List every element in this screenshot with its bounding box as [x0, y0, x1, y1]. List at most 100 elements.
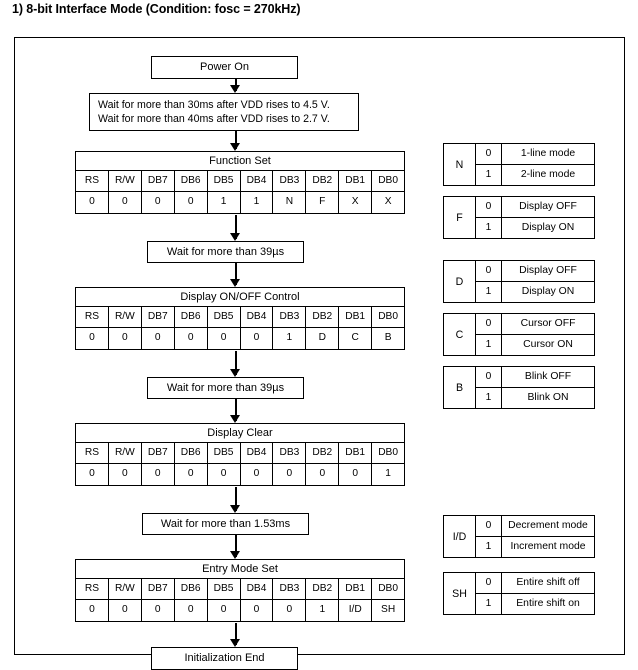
- bit-value-db5: 0: [208, 464, 241, 485]
- bit-value-db0: B: [384, 332, 392, 343]
- bit-header-db2: DB2: [306, 171, 340, 191]
- power-on-label: Power On: [200, 61, 249, 74]
- flow-box-power-wait: Wait for more than 30ms after VDD rises …: [89, 93, 359, 131]
- legend-description: Blink OFF: [524, 371, 572, 382]
- legend-bit-value: 0: [476, 516, 502, 536]
- arrow-head-icon: [230, 143, 240, 151]
- legend-description: Blink ON: [527, 392, 569, 403]
- bit-value-db3: 0: [273, 464, 307, 485]
- bit-header-rs: RS: [76, 443, 109, 463]
- bit-header-db7: DB7: [142, 443, 175, 463]
- bit-header-db3: DB3: [273, 579, 307, 599]
- legend-row: 1 Increment mode: [476, 537, 594, 558]
- legend-description: 2-line mode: [520, 169, 576, 180]
- command-header-row: RS R/W DB7 DB6 DB5 DB4 DB3 DB2 DB1 DB0: [76, 307, 404, 328]
- bit-header-rw: R/W: [109, 579, 142, 599]
- bit-header-db7: DB7: [142, 171, 175, 191]
- bit-value-db2: D: [306, 328, 340, 349]
- legend-bit-value: 0: [476, 261, 502, 281]
- legend-row: 1 Cursor ON: [476, 335, 594, 356]
- bit-header-db0: DB0: [378, 311, 399, 322]
- bit-value-db3: 0: [273, 600, 307, 621]
- bit-header-db1: DB1: [339, 307, 373, 327]
- bit-value-rs: 0: [76, 600, 109, 621]
- legend-row: 0 Decrement mode: [476, 516, 594, 537]
- bit-value-db3: N: [273, 192, 307, 213]
- wait-39us-a-label: Wait for more than 39µs: [166, 245, 285, 258]
- legend-bit-value: 1: [476, 218, 502, 239]
- bit-header-db1: DB1: [339, 579, 373, 599]
- connector-line: [235, 263, 237, 285]
- bit-header-db4: DB4: [241, 443, 274, 463]
- bit-value-db0: 1: [385, 468, 391, 479]
- bit-value-db7: 0: [142, 464, 175, 485]
- command-value-row: 0 0 0 0 1 1 N F X X: [76, 192, 404, 213]
- bit-value-db4: 0: [241, 464, 274, 485]
- legend-bit-value: 0: [476, 367, 502, 387]
- connector-line: [235, 487, 237, 511]
- bit-value-db1: X: [339, 192, 373, 213]
- bit-value-db2: 0: [306, 464, 340, 485]
- bit-header-rw: R/W: [109, 443, 142, 463]
- wait-39us-b-label: Wait for more than 39µs: [166, 381, 285, 394]
- flow-box-power-on: Power On: [151, 56, 298, 79]
- command-table-display-clear: Display Clear RS R/W DB7 DB6 DB5 DB4 DB3…: [75, 423, 405, 486]
- legend-table-d: D 0 Display OFF 1 Display ON: [443, 260, 595, 303]
- legend-row: 0 Display OFF: [476, 261, 594, 282]
- arrow-head-icon: [230, 279, 240, 287]
- bit-header-db5: DB5: [208, 171, 241, 191]
- legend-table-f: F 0 Display OFF 1 Display ON: [443, 196, 595, 239]
- bit-header-db7: DB7: [142, 579, 175, 599]
- connector-line: [235, 351, 237, 375]
- legend-description: Display OFF: [519, 265, 577, 276]
- legend-bit-value: 0: [476, 314, 502, 334]
- flow-box-wait-39us-a: Wait for more than 39µs: [147, 241, 304, 263]
- legend-table-n: N 0 1-line mode 1 2-line mode: [443, 143, 595, 186]
- command-table-display-on-off-control: Display ON/OFF Control RS R/W DB7 DB6 DB…: [75, 287, 405, 350]
- bit-header-db1: DB1: [339, 171, 373, 191]
- bit-header-db2: DB2: [306, 307, 340, 327]
- legend-description: Cursor OFF: [520, 318, 576, 329]
- bit-header-db4: DB4: [241, 579, 274, 599]
- bit-value-db1: 0: [339, 464, 373, 485]
- bit-value-db5: 0: [208, 328, 241, 349]
- bit-header-rw: R/W: [109, 171, 142, 191]
- command-table-function-set: Function Set RS R/W DB7 DB6 DB5 DB4 DB3 …: [75, 151, 405, 214]
- power-wait-line-2: Wait for more than 40ms after VDD rises …: [98, 112, 330, 125]
- arrow-head-icon: [230, 369, 240, 377]
- legend-bit-value: 1: [476, 282, 502, 303]
- bit-header-db0: DB0: [378, 175, 399, 186]
- bit-value-db4: 0: [241, 328, 274, 349]
- bit-value-rw: 0: [109, 600, 142, 621]
- flow-box-wait-1-53ms: Wait for more than 1.53ms: [142, 513, 309, 535]
- legend-symbol: I/D: [444, 516, 476, 557]
- bit-value-db2: 1: [306, 600, 340, 621]
- flow-box-wait-39us-b: Wait for more than 39µs: [147, 377, 304, 399]
- page-title: 1) 8-bit Interface Mode (Condition: fosc…: [12, 2, 301, 16]
- arrow-head-icon: [230, 233, 240, 241]
- legend-description: Entire shift off: [516, 577, 580, 588]
- bit-value-rw: 0: [109, 464, 142, 485]
- legend-row: 0 1-line mode: [476, 144, 594, 165]
- flow-box-initialization-end: Initialization End: [151, 647, 298, 670]
- command-value-row: 0 0 0 0 0 0 0 0 0 1: [76, 464, 404, 485]
- command-title: Display Clear: [76, 424, 404, 443]
- legend-description: 1-line mode: [520, 148, 576, 159]
- bit-header-db0: DB0: [378, 447, 399, 458]
- bit-value-db4: 1: [241, 192, 274, 213]
- legend-bit-value: 1: [476, 165, 502, 186]
- arrow-head-icon: [230, 505, 240, 513]
- legend-bit-value: 1: [476, 594, 502, 615]
- connector-line: [235, 215, 237, 239]
- bit-value-rw: 0: [109, 328, 142, 349]
- bit-value-db5: 1: [208, 192, 241, 213]
- wait-1-53ms-label: Wait for more than 1.53ms: [160, 517, 291, 530]
- legend-symbol: C: [444, 314, 476, 355]
- legend-row: 0 Display OFF: [476, 197, 594, 218]
- connector-line: [235, 131, 237, 149]
- bit-header-db5: DB5: [208, 579, 241, 599]
- command-header-row: RS R/W DB7 DB6 DB5 DB4 DB3 DB2 DB1 DB0: [76, 171, 404, 192]
- legend-description: Display ON: [521, 286, 575, 297]
- bit-value-rs: 0: [76, 328, 109, 349]
- arrow-head-icon: [230, 551, 240, 559]
